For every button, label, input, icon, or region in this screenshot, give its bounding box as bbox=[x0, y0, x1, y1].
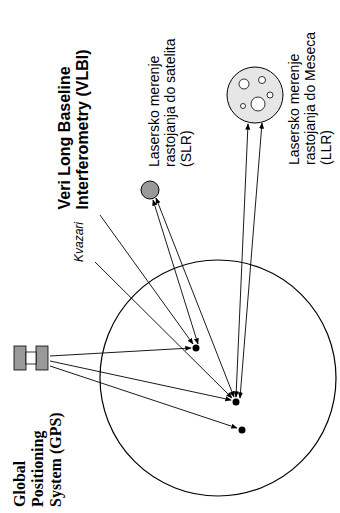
system-label: Lasersko merenje rastojanja do satelita … bbox=[146, 9, 194, 167]
moon-symbol bbox=[227, 67, 283, 123]
system-label: Global Positioning System (GPS) bbox=[11, 387, 65, 507]
station-dot bbox=[193, 345, 200, 352]
station-dot bbox=[233, 399, 240, 406]
satellite-symbol bbox=[141, 181, 159, 199]
earth-circle bbox=[100, 260, 336, 496]
source-label: Kvazari bbox=[72, 210, 86, 262]
system-label: Veri Long Baseline Interferometry (VLBI) bbox=[55, 15, 91, 210]
gps-satellite-symbol bbox=[14, 346, 48, 370]
system-label: Lasersko merenje rastojanja do Meseca (L… bbox=[286, 7, 334, 165]
station-dot bbox=[239, 427, 246, 434]
